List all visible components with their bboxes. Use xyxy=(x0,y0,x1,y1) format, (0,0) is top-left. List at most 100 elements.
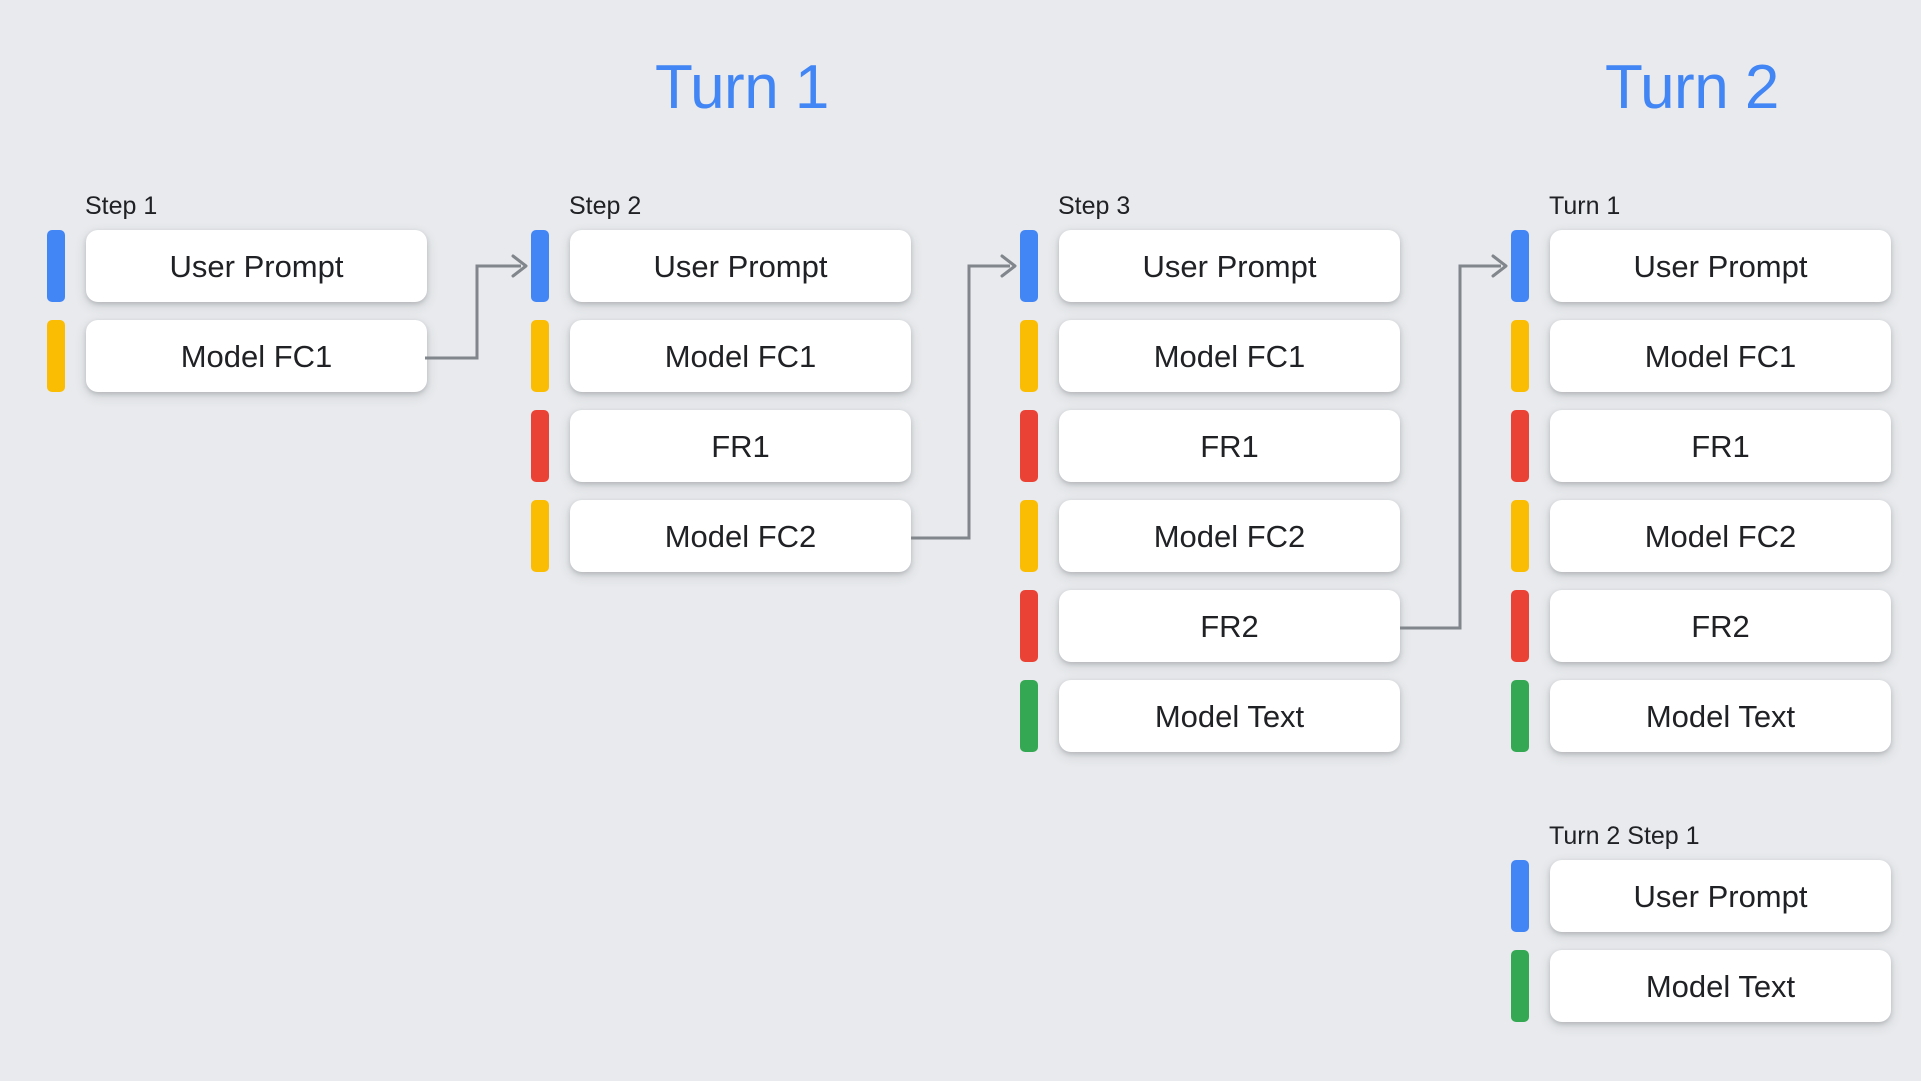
card-label: Model FC1 xyxy=(1153,338,1306,374)
card-label: Model Text xyxy=(1645,698,1796,734)
card-label: FR1 xyxy=(711,428,770,464)
card-model-text[interactable]: Model Text xyxy=(1550,950,1891,1022)
card-label: User Prompt xyxy=(1142,248,1317,284)
list-item[interactable]: FR1 xyxy=(531,410,911,482)
role-bar-user-prompt xyxy=(531,230,549,302)
column-step-1: Step 1 User Prompt Model FC1 xyxy=(47,192,427,410)
list-item[interactable]: User Prompt xyxy=(1511,860,1891,932)
list-item[interactable]: Model FC1 xyxy=(531,320,911,392)
card-label: Model FC2 xyxy=(664,518,817,554)
list-item[interactable]: FR1 xyxy=(1511,410,1891,482)
connector-arrow-2 xyxy=(911,254,1017,540)
list-item[interactable]: Model FC1 xyxy=(1020,320,1400,392)
column-label-step-3: Step 3 xyxy=(1058,192,1131,220)
column-rows-step-3: User Prompt Model FC1 FR1 Model FC2 xyxy=(1020,230,1400,752)
column-rows-step-1: User Prompt Model FC1 xyxy=(47,230,427,392)
card-model-fc1[interactable]: Model FC1 xyxy=(570,320,911,392)
card-model-fc2[interactable]: Model FC2 xyxy=(1550,500,1891,572)
card-model-text[interactable]: Model Text xyxy=(1059,680,1400,752)
role-bar-model-text xyxy=(1511,950,1529,1022)
list-item[interactable]: FR1 xyxy=(1020,410,1400,482)
list-item[interactable]: Model FC2 xyxy=(531,500,911,572)
card-user-prompt[interactable]: User Prompt xyxy=(86,230,427,302)
card-label: Model Text xyxy=(1645,968,1796,1004)
role-bar-model-fc2 xyxy=(1020,500,1038,572)
card-model-fc2[interactable]: Model FC2 xyxy=(570,500,911,572)
turn-2-heading: Turn 2 xyxy=(1605,53,1779,122)
card-fr2[interactable]: FR2 xyxy=(1059,590,1400,662)
role-bar-user-prompt xyxy=(1020,230,1038,302)
role-bar-user-prompt xyxy=(1511,860,1529,932)
card-model-fc2[interactable]: Model FC2 xyxy=(1059,500,1400,572)
card-label: FR2 xyxy=(1691,608,1750,644)
card-label: FR1 xyxy=(1200,428,1259,464)
role-bar-model-fc1 xyxy=(531,320,549,392)
list-item[interactable]: Model FC1 xyxy=(1511,320,1891,392)
role-bar-model-fc2 xyxy=(1511,500,1529,572)
role-bar-user-prompt xyxy=(47,230,65,302)
card-model-fc1[interactable]: Model FC1 xyxy=(86,320,427,392)
column-label-step-2: Step 2 xyxy=(569,192,642,220)
list-item[interactable]: FR2 xyxy=(1020,590,1400,662)
card-fr1[interactable]: FR1 xyxy=(1550,410,1891,482)
list-item[interactable]: User Prompt xyxy=(1020,230,1400,302)
card-label: Model FC1 xyxy=(664,338,817,374)
card-label: User Prompt xyxy=(169,248,344,284)
list-item[interactable]: Model Text xyxy=(1511,680,1891,752)
list-item[interactable]: Model FC2 xyxy=(1020,500,1400,572)
card-user-prompt[interactable]: User Prompt xyxy=(1550,230,1891,302)
turn-1-heading: Turn 1 xyxy=(655,53,829,122)
list-item[interactable]: Model FC1 xyxy=(47,320,427,392)
column-step-3: Step 3 User Prompt Model FC1 FR1 xyxy=(1020,192,1400,770)
card-user-prompt[interactable]: User Prompt xyxy=(570,230,911,302)
role-bar-fr1 xyxy=(1020,410,1038,482)
column-step-2: Step 2 User Prompt Model FC1 FR1 xyxy=(531,192,911,590)
column-label-turn-1: Turn 1 xyxy=(1549,192,1621,220)
card-user-prompt[interactable]: User Prompt xyxy=(1059,230,1400,302)
role-bar-model-text xyxy=(1020,680,1038,752)
card-label: User Prompt xyxy=(653,248,828,284)
role-bar-user-prompt xyxy=(1511,230,1529,302)
card-label: Model FC1 xyxy=(1644,338,1797,374)
list-item[interactable]: Model Text xyxy=(1020,680,1400,752)
connector-arrow-1 xyxy=(425,254,528,360)
card-fr1[interactable]: FR1 xyxy=(570,410,911,482)
card-model-text[interactable]: Model Text xyxy=(1550,680,1891,752)
list-item[interactable]: User Prompt xyxy=(531,230,911,302)
role-bar-model-fc1 xyxy=(1511,320,1529,392)
card-label: Model FC2 xyxy=(1153,518,1306,554)
column-label-step-1: Step 1 xyxy=(85,192,158,220)
card-label: Model FC1 xyxy=(180,338,333,374)
connector-arrow-3 xyxy=(1400,254,1508,630)
role-bar-model-fc1 xyxy=(1020,320,1038,392)
card-fr2[interactable]: FR2 xyxy=(1550,590,1891,662)
card-label: FR1 xyxy=(1691,428,1750,464)
role-bar-fr1 xyxy=(1511,410,1529,482)
list-item[interactable]: Model Text xyxy=(1511,950,1891,1022)
role-bar-model-fc2 xyxy=(531,500,549,572)
list-item[interactable]: User Prompt xyxy=(1511,230,1891,302)
role-bar-fr2 xyxy=(1511,590,1529,662)
column-rows-turn-1: User Prompt Model FC1 FR1 Model FC2 xyxy=(1511,230,1891,752)
card-model-fc1[interactable]: Model FC1 xyxy=(1059,320,1400,392)
card-label: Model FC2 xyxy=(1644,518,1797,554)
role-bar-fr1 xyxy=(531,410,549,482)
card-label: User Prompt xyxy=(1633,878,1808,914)
list-item[interactable]: User Prompt xyxy=(47,230,427,302)
role-bar-fr2 xyxy=(1020,590,1038,662)
list-item[interactable]: FR2 xyxy=(1511,590,1891,662)
card-fr1[interactable]: FR1 xyxy=(1059,410,1400,482)
card-model-fc1[interactable]: Model FC1 xyxy=(1550,320,1891,392)
card-label: User Prompt xyxy=(1633,248,1808,284)
column-turn-2-step-1: Turn 2 Step 1 User Prompt Model Text xyxy=(1511,822,1891,1040)
column-rows-step-2: User Prompt Model FC1 FR1 Model FC2 xyxy=(531,230,911,572)
column-label-turn-2-step-1: Turn 2 Step 1 xyxy=(1549,822,1700,850)
column-rows-turn-2-step-1: User Prompt Model Text xyxy=(1511,860,1891,1022)
card-label: Model Text xyxy=(1154,698,1305,734)
card-label: FR2 xyxy=(1200,608,1259,644)
card-user-prompt[interactable]: User Prompt xyxy=(1550,860,1891,932)
list-item[interactable]: Model FC2 xyxy=(1511,500,1891,572)
role-bar-model-text xyxy=(1511,680,1529,752)
column-turn-1: Turn 1 User Prompt Model FC1 FR1 xyxy=(1511,192,1891,770)
role-bar-model-fc1 xyxy=(47,320,65,392)
